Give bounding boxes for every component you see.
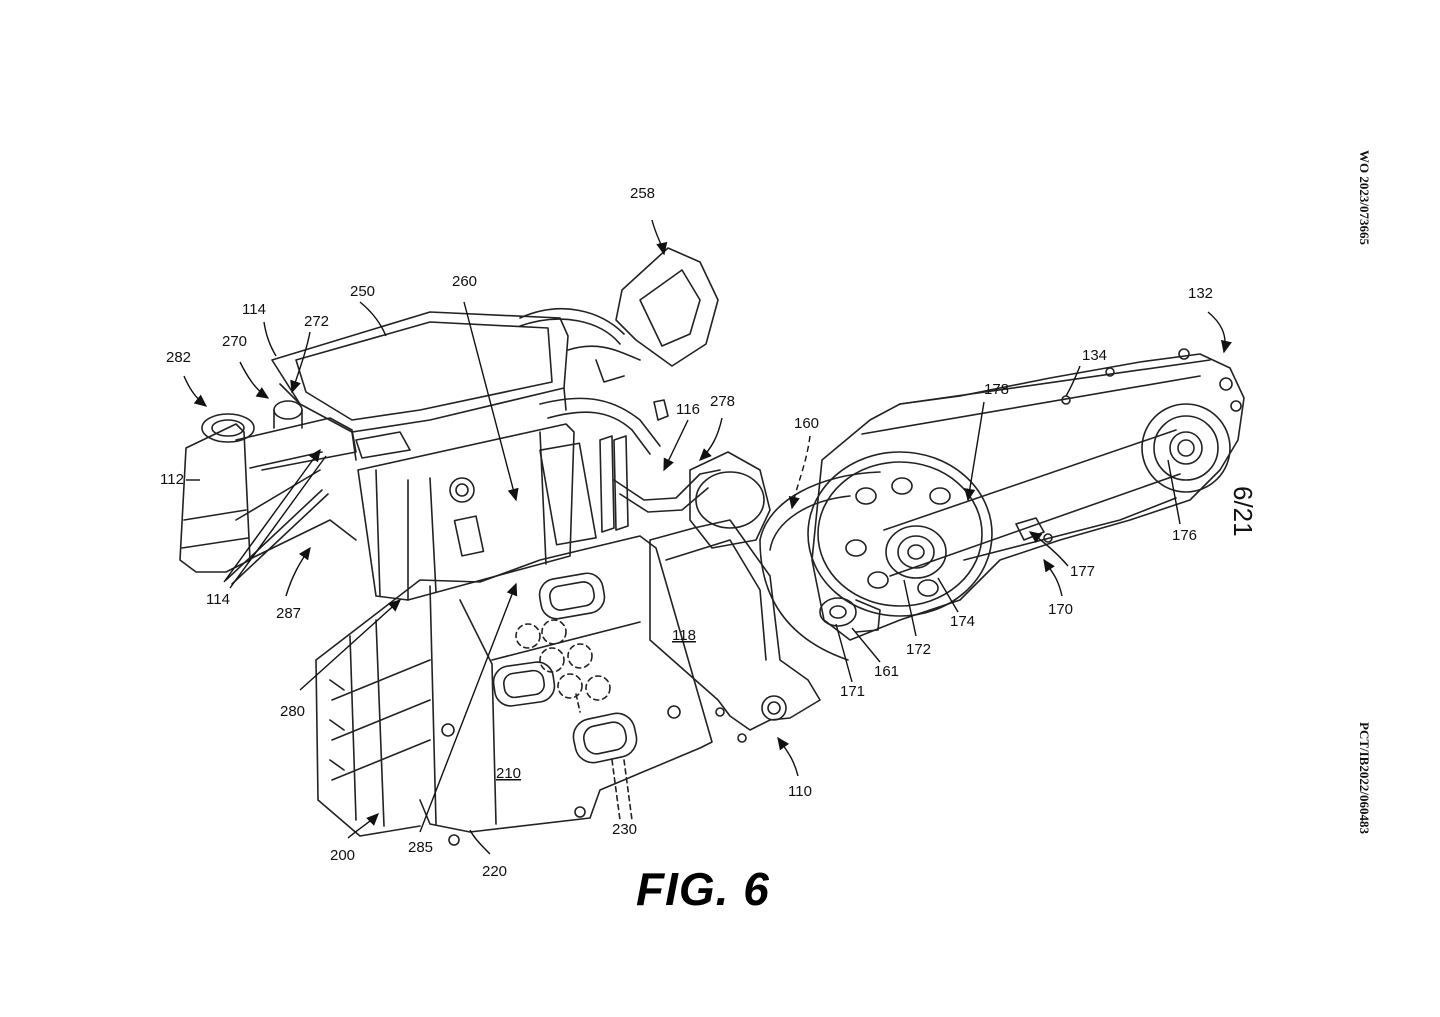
ref-270: 270 [222,333,247,350]
motor-end-cap [689,451,771,549]
ref-278: 278 [710,393,735,410]
ref-260: 260 [452,273,477,290]
leader-lines [183,219,1232,855]
ref-134: 134 [1082,347,1107,364]
ref-220: 220 [482,863,507,880]
motor-mount-plate [649,519,821,743]
tensioner-assembly [819,517,1045,633]
ref-282: 282 [166,349,191,366]
battery-pack-housing [315,535,713,846]
ref-250: 250 [350,283,375,300]
ref-160: 160 [794,415,819,432]
ref-114-bottom: 114 [206,591,230,608]
ref-114-top: 114 [242,301,266,318]
battery-top-cover [271,311,569,461]
ref-210: 210 [496,765,521,782]
ref-280: 280 [280,703,305,720]
ref-258: 258 [630,185,655,202]
ref-118: 118 [672,627,696,644]
ref-172: 172 [906,641,931,658]
ref-174: 174 [950,613,975,630]
drive-housing [759,471,881,661]
ref-161: 161 [874,663,899,680]
ref-132: 132 [1188,285,1213,302]
ref-170: 170 [1048,601,1073,618]
reference-numerals: 258 250 260 114 272 282 270 112 114 287 … [160,185,1213,880]
ref-285: 285 [408,839,433,856]
ref-112: 112 [160,471,184,488]
ref-116: 116 [676,401,700,418]
ref-171: 171 [840,683,865,700]
figure-label: FIG. 6 [636,863,770,915]
ref-177: 177 [1070,563,1095,580]
ref-200: 200 [330,847,355,864]
ref-110: 110 [788,783,812,800]
hidden-cells [515,619,633,821]
ref-176: 176 [1172,527,1197,544]
ref-230: 230 [612,821,637,838]
belt-drive-case [811,348,1245,641]
steering-head-tube [179,413,255,573]
ref-272: 272 [304,313,329,330]
controller-box [357,423,629,601]
coolant-hose [539,397,721,513]
large-pulley [807,429,1181,617]
wiring-connector [519,247,719,383]
ref-178: 178 [984,381,1009,398]
ref-287: 287 [276,605,301,622]
frame-rails [225,417,357,585]
